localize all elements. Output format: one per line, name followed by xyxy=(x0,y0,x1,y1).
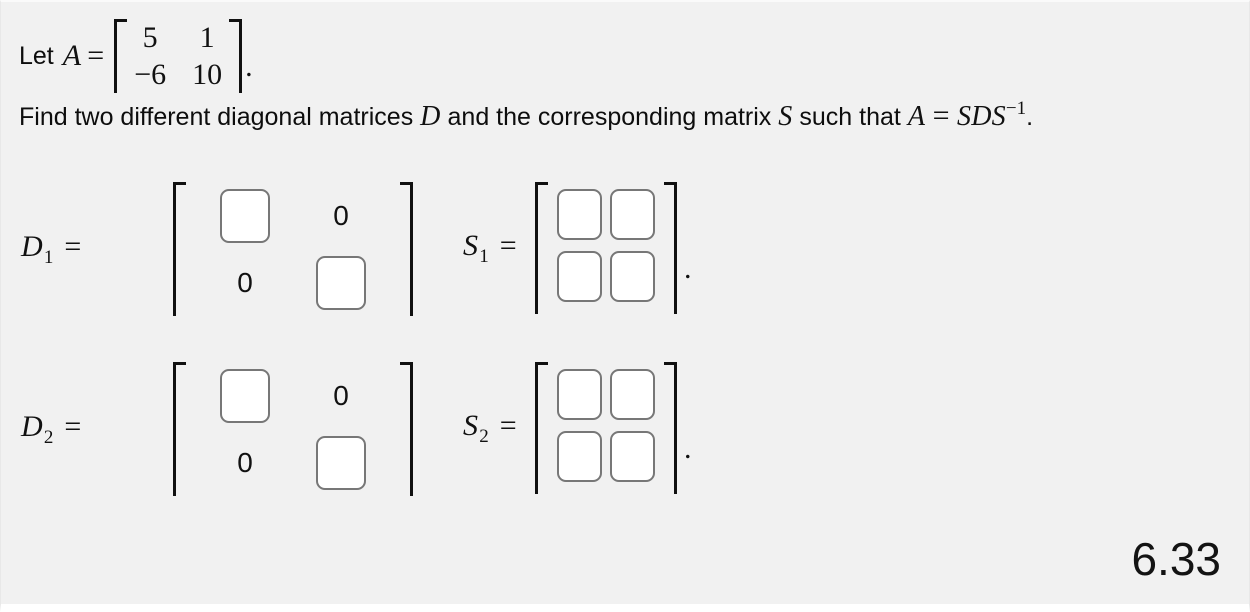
s1-label: S1 = xyxy=(463,229,521,268)
right-bracket-icon xyxy=(229,19,243,93)
matrix-a-cell-r1c1: 5 xyxy=(142,20,158,54)
left-bracket-icon xyxy=(173,182,186,316)
diagonal-matrix-2: 0 0 xyxy=(173,362,413,496)
left-bracket-icon xyxy=(173,362,186,496)
similarity-matrix-2 xyxy=(535,362,677,494)
s2-input-r1c1[interactable] xyxy=(557,369,602,420)
instruction-exponent: −1 xyxy=(1005,98,1027,119)
d2-zero-r2c1: 0 xyxy=(237,446,253,478)
diagonal-matrix-2-group: D2 = 0 0 xyxy=(21,362,413,496)
s1-equals: = xyxy=(499,228,517,262)
d2-input-r1c1[interactable] xyxy=(220,368,270,423)
s1-input-r2c2[interactable] xyxy=(610,251,655,302)
instruction-equals: = xyxy=(925,99,958,132)
diagonal-matrix-1-group: D1 = 0 0 xyxy=(21,182,413,316)
s1-input-r1c2[interactable] xyxy=(610,189,655,240)
matrix-a-cell-r2c1: −6 xyxy=(134,57,167,91)
equals-sign: = xyxy=(87,39,105,72)
s1-input-r2c1[interactable] xyxy=(557,251,602,302)
score-display: 6.33 xyxy=(1131,533,1221,585)
s2-input-r1c2[interactable] xyxy=(610,369,655,420)
s1-input-r1c1[interactable] xyxy=(557,189,602,240)
s1-symbol: S xyxy=(463,228,479,262)
left-bracket-icon xyxy=(114,19,128,93)
matrix-a-cell-r1c2: 1 xyxy=(199,20,215,54)
s2-label: S2 = xyxy=(463,409,521,448)
s2-equals: = xyxy=(499,408,517,442)
d2-zero-r1c2: 0 xyxy=(333,379,349,411)
answer-row-1: D1= 0 0 S1= xyxy=(1,170,1249,320)
right-bracket-icon xyxy=(400,362,413,496)
d1-input-r1c1[interactable] xyxy=(220,188,270,243)
matrix-a: 5 1 −6 10 xyxy=(114,19,243,93)
left-bracket-icon xyxy=(535,362,548,494)
s2-subscript: 2 xyxy=(479,425,489,447)
left-bracket-icon xyxy=(535,182,548,314)
s1-grid xyxy=(548,182,664,314)
d1-subscript: 1 xyxy=(43,246,54,268)
s1-period: . xyxy=(684,252,692,285)
d1-label: D1 = xyxy=(21,230,141,269)
instruction-var-s: S xyxy=(778,101,793,132)
matrix-a-symbol: A xyxy=(62,39,82,72)
d1-symbol: D xyxy=(21,229,43,263)
s2-symbol: S xyxy=(463,408,479,442)
right-bracket-icon xyxy=(400,182,413,316)
s1-subscript: 1 xyxy=(479,245,489,267)
similarity-matrix-1 xyxy=(535,182,677,314)
d2-label: D2 = xyxy=(21,410,141,449)
d2-grid: 0 0 xyxy=(186,362,400,496)
instruction-part-2: and the corresponding matrix xyxy=(440,103,779,131)
s2-input-r2c1[interactable] xyxy=(557,431,602,482)
instruction-sds: SDS xyxy=(957,101,1006,132)
d1-zero-r1c2: 0 xyxy=(333,199,349,231)
d1-input-r2c2[interactable] xyxy=(316,255,366,310)
matrix-a-period: . xyxy=(245,50,253,83)
s2-grid xyxy=(548,362,664,494)
d1-zero-r2c1: 0 xyxy=(237,266,253,298)
d2-equals: = xyxy=(64,409,82,443)
matrix-a-cell-r2c2: 10 xyxy=(192,57,223,91)
d2-input-r2c2[interactable] xyxy=(316,435,366,490)
s2-input-r2c2[interactable] xyxy=(610,431,655,482)
matrix-a-grid: 5 1 −6 10 xyxy=(127,19,229,93)
problem-statement: Let A = 5 1 −6 10 . Find two different d… xyxy=(19,16,1234,133)
instruction-part-4: . xyxy=(1026,103,1034,131)
s2-period: . xyxy=(684,432,692,465)
instruction-line: Find two different diagonal matrices D a… xyxy=(19,98,1234,133)
right-bracket-icon xyxy=(664,182,677,314)
let-label: Let xyxy=(19,41,54,70)
d1-grid: 0 0 xyxy=(186,182,400,316)
instruction-part-3: such that xyxy=(792,103,908,131)
instruction-var-d: D xyxy=(420,101,441,132)
instruction-part-1: Find two different diagonal matrices xyxy=(19,103,421,131)
d2-subscript: 2 xyxy=(43,426,54,448)
d2-symbol: D xyxy=(21,409,43,443)
similarity-matrix-1-group: S1 = . xyxy=(463,182,692,314)
answer-row-2: D2= 0 0 S2= xyxy=(1,350,1249,500)
similarity-matrix-2-group: S2 = . xyxy=(463,362,692,494)
matrix-a-definition-line: Let A = 5 1 −6 10 . xyxy=(19,16,1234,96)
right-bracket-icon xyxy=(664,362,677,494)
instruction-var-a: A xyxy=(907,101,926,132)
d1-equals: = xyxy=(64,229,82,263)
diagonal-matrix-1: 0 0 xyxy=(173,182,413,316)
